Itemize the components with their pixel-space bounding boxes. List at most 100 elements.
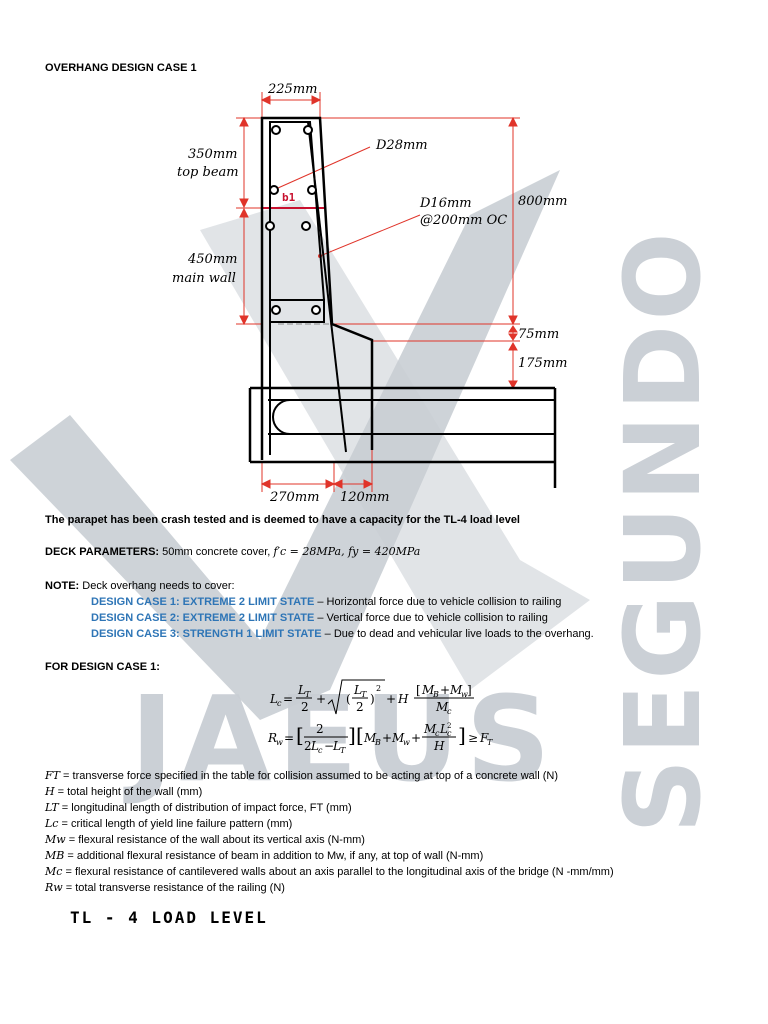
svg-text:c: c: [447, 729, 452, 738]
svg-text:w: w: [276, 738, 283, 747]
svg-text:T: T: [487, 738, 493, 747]
svg-text:M: M: [449, 683, 463, 697]
svg-text:]: ]: [467, 683, 472, 697]
svg-text:(: (: [346, 692, 351, 706]
bar-circles: [265, 125, 321, 315]
note-text: Deck overhang needs to cover:: [82, 580, 235, 592]
svg-text:L: L: [353, 683, 362, 697]
deck-label: DECK PARAMETERS:: [45, 546, 160, 558]
svg-text:c: c: [318, 746, 323, 755]
dim-bottom-left-label: 270mm: [270, 490, 320, 505]
dim-175-label: 175mm: [518, 356, 568, 371]
bar-d16-spacing: @200mm OC: [420, 213, 508, 228]
svg-text:≥: ≥: [468, 731, 478, 745]
svg-text:2: 2: [304, 739, 312, 753]
dim-main-wall-label: main wall: [172, 271, 236, 286]
dim-top-beam-value: 350mm: [188, 147, 238, 162]
watermark-word-bottom: JAEUS: [130, 670, 557, 808]
list-item: FT = transverse force specified in the t…: [45, 769, 558, 782]
dim-bottom-lines: [260, 340, 374, 492]
svg-text:+: +: [386, 692, 396, 706]
note: NOTE: Deck overhang needs to cover:: [45, 578, 235, 594]
svg-text:+: +: [316, 692, 326, 706]
handwritten-note: TL - 4 LOAD LEVEL: [70, 908, 268, 927]
svg-text:2: 2: [316, 722, 324, 736]
leader-lines: [277, 146, 421, 257]
svg-text:H: H: [433, 739, 445, 753]
list-item: Mc = flexural resistance of cantilevered…: [45, 865, 614, 878]
parapet-section-diagram: [236, 92, 557, 492]
svg-text:T: T: [361, 690, 367, 699]
svg-text:): ): [370, 692, 375, 706]
svg-text:2: 2: [376, 684, 381, 693]
svg-text:[: [: [296, 723, 304, 747]
svg-text:=: =: [283, 692, 293, 706]
svg-text:L: L: [297, 683, 306, 697]
dim-75-label: 75mm: [518, 327, 560, 342]
svg-text:T: T: [340, 746, 346, 755]
svg-text:M: M: [423, 722, 437, 736]
parapet-outline: [248, 116, 557, 488]
svg-text:+: +: [382, 731, 392, 745]
svg-text:[: [: [416, 683, 421, 697]
svg-text:R: R: [267, 731, 277, 745]
svg-text:+: +: [411, 731, 421, 745]
list-item: MB = additional flexural resistance of b…: [45, 849, 484, 862]
for-case-heading: FOR DESIGN CASE 1:: [45, 661, 160, 673]
svg-text:w: w: [461, 690, 468, 699]
note-label: NOTE:: [45, 580, 80, 592]
svg-text:B: B: [432, 690, 439, 699]
dim-bottom-right-label: 120mm: [340, 490, 390, 505]
svg-text:w: w: [403, 738, 410, 747]
svg-text:T: T: [305, 690, 311, 699]
svg-text:c: c: [277, 699, 282, 708]
svg-text:c: c: [447, 707, 452, 716]
intro-text: The parapet has been crash tested and is…: [45, 514, 520, 526]
bar-d16-label: D16mm: [420, 196, 472, 211]
svg-text:]: ]: [348, 723, 356, 747]
page-title: OVERHANG DESIGN CASE 1: [45, 62, 197, 74]
list-item: DESIGN CASE 3: STRENGTH 1 LIMIT STATE – …: [91, 628, 594, 640]
svg-text:c: c: [435, 729, 440, 738]
svg-text:L: L: [439, 722, 448, 736]
list-item: Lc = critical length of yield line failu…: [45, 817, 293, 830]
list-item: Mw = flexural resistance of the wall abo…: [45, 833, 365, 846]
svg-text:2: 2: [301, 700, 309, 714]
svg-text:]: ]: [458, 723, 466, 747]
svg-text:L: L: [269, 692, 278, 706]
svg-text:H: H: [397, 692, 409, 706]
dim-top-beam-label: top beam: [177, 165, 239, 180]
list-item: DESIGN CASE 2: EXTREME 2 LIMIT STATE – V…: [91, 612, 548, 624]
deck-strengths: f′c = 28MPa, fy = 420MPa: [273, 545, 421, 558]
list-item: H = total height of the wall (mm): [45, 785, 203, 798]
bar-d28-label: D28mm: [376, 138, 428, 153]
list-item: LT = longitudinal length of distribution…: [45, 801, 352, 814]
svg-text:F: F: [479, 731, 489, 745]
svg-text:[: [: [356, 723, 364, 747]
dim-left-lines: [236, 116, 262, 326]
svg-text:−: −: [324, 739, 334, 753]
list-item: DESIGN CASE 1: EXTREME 2 LIMIT STATE – H…: [91, 596, 562, 608]
svg-text:+: +: [440, 683, 450, 697]
svg-text:M: M: [363, 731, 377, 745]
svg-text:2: 2: [447, 722, 451, 730]
dim-top-label: 225mm: [268, 82, 318, 97]
svg-text:M: M: [391, 731, 405, 745]
svg-text:M: M: [421, 683, 435, 697]
dim-total-label: 800mm: [518, 194, 568, 209]
deck-parameters: DECK PARAMETERS: 50mm concrete cover, f′…: [45, 544, 420, 560]
svg-text:L: L: [310, 739, 319, 753]
svg-text:M: M: [435, 700, 449, 714]
deck-text: 50mm concrete cover,: [162, 546, 271, 558]
dim-main-wall-value: 450mm: [188, 252, 238, 267]
design-case-list: DESIGN CASE 1: EXTREME 2 LIMIT STATE – H…: [91, 594, 594, 642]
dim-right-lines: [320, 116, 520, 390]
svg-text:L: L: [332, 739, 341, 753]
svg-text:=: =: [284, 731, 294, 745]
list-item: Rw = total transverse resistance of the …: [45, 881, 285, 894]
svg-text:B: B: [374, 738, 381, 747]
mark-b1: b1: [282, 191, 296, 204]
definitions-list: FT = transverse force specified in the t…: [45, 768, 614, 896]
rebar: [268, 121, 555, 455]
